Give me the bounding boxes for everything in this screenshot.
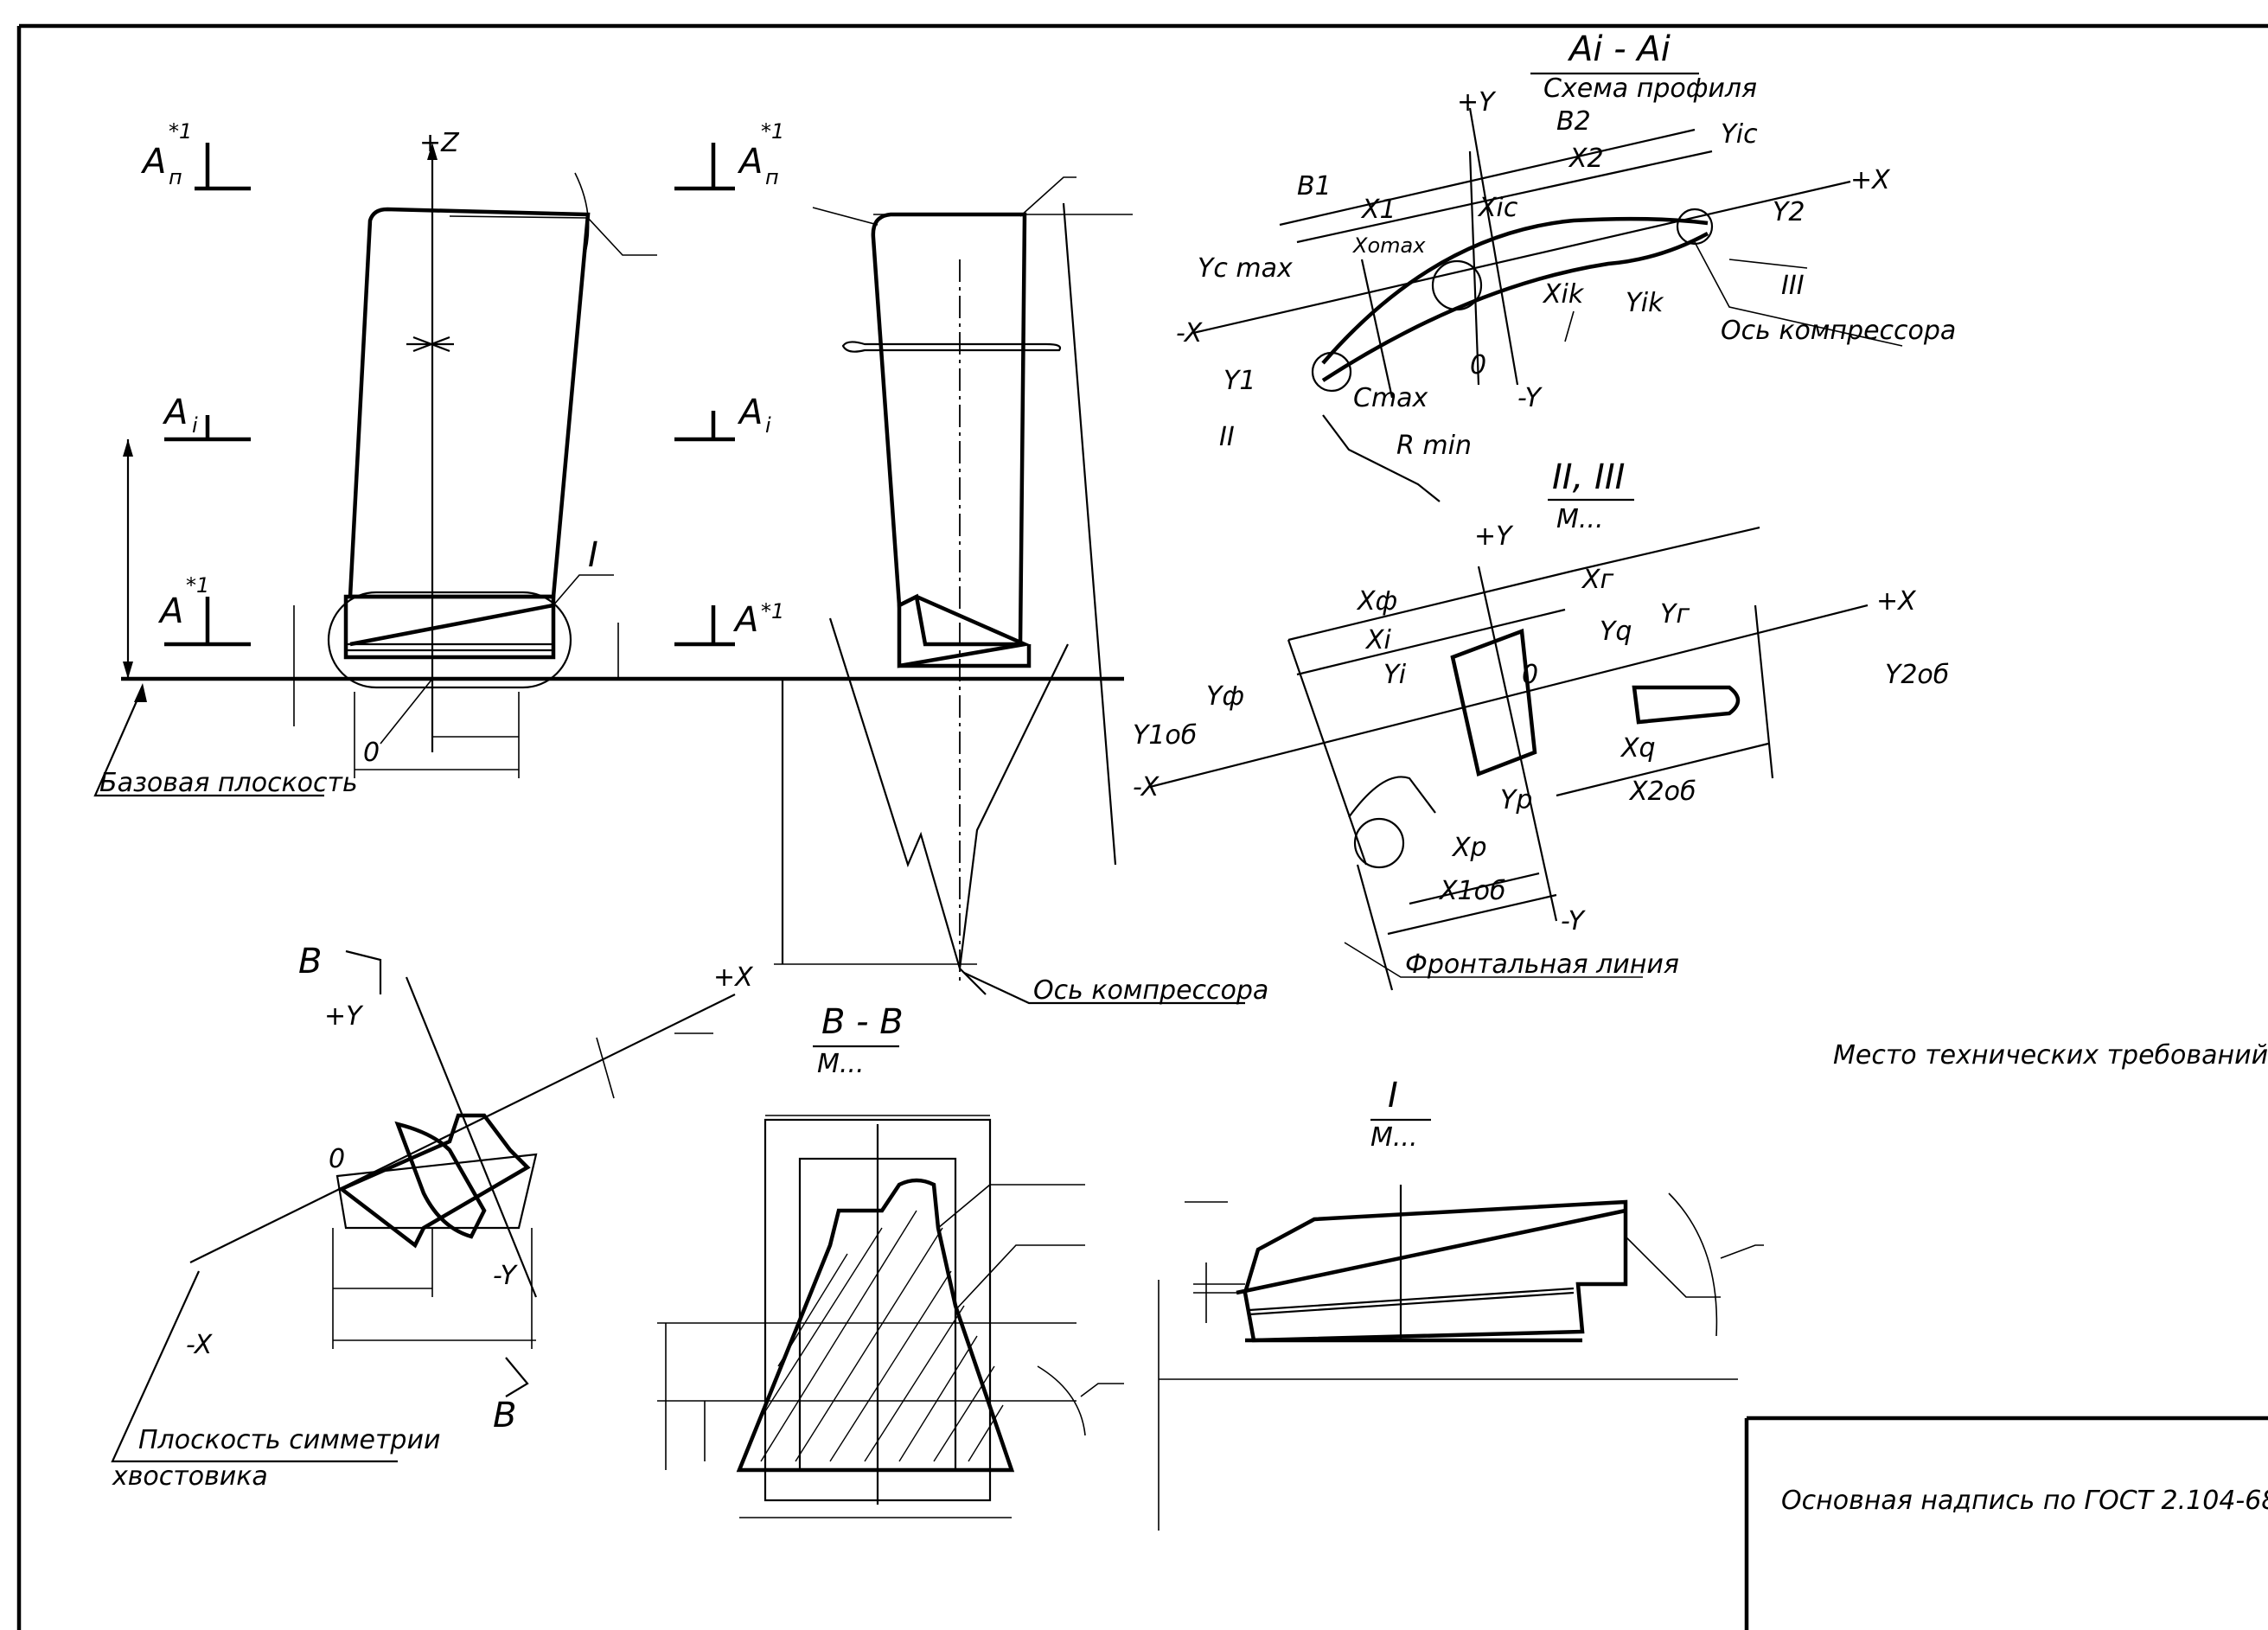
label-xq: Xq	[1620, 733, 1656, 764]
detail-i-view	[1158, 1185, 1764, 1531]
label-plus-x-shank: +X	[713, 962, 754, 993]
drawing-labels: A п *1 A i A *1 +Z I 0 Базовая плоскость…	[99, 29, 2268, 1516]
shank-section-view	[111, 949, 736, 1463]
label-xp: Xp	[1451, 833, 1487, 863]
label-star-a1-left: *1	[186, 573, 209, 598]
label-b-top: B	[298, 942, 322, 981]
label-x1ob: X1об	[1438, 876, 1506, 906]
label-xf: Xф	[1356, 586, 1397, 617]
label-ai-right: A	[737, 393, 763, 432]
label-star-ap-left: *1	[169, 119, 192, 144]
label-zero-origin: 0	[363, 738, 380, 768]
label-plus-x-top: +X	[1850, 165, 1891, 195]
label-scale-m-i: M...	[1370, 1122, 1418, 1153]
label-b2: B2	[1556, 106, 1591, 137]
label-star-ap-right: *1	[761, 119, 784, 144]
label-ai-right-sub: i	[765, 413, 771, 438]
label-scale-m-bb: M...	[817, 1049, 865, 1079]
label-x2ob: X2об	[1628, 777, 1696, 807]
label-x1: X1	[1360, 195, 1396, 225]
label-zero-shank: 0	[329, 1144, 345, 1174]
label-xic: Xic	[1477, 193, 1518, 223]
label-minus-y-top: -Y	[1517, 383, 1543, 413]
label-minus-x-top: -X	[1176, 318, 1204, 348]
label-yi: Yi	[1383, 660, 1407, 690]
label-minus-y-detail: -Y	[1561, 906, 1587, 936]
label-a1-right: A	[732, 600, 758, 640]
label-symmetry-plane-2: хвостовика	[112, 1461, 268, 1492]
label-scale-m-detail: M...	[1556, 504, 1604, 534]
label-x2: X2	[1568, 144, 1604, 174]
label-star-a1-right: *1	[761, 599, 784, 623]
label-minus-y-shank: -Y	[493, 1261, 519, 1291]
label-a1-left: A	[157, 591, 183, 631]
label-ai-left: A	[162, 393, 188, 432]
label-compressor-axis-mid: Ось компрессора	[1033, 975, 1268, 1006]
label-detail-ii-iii: II, III	[1552, 457, 1625, 497]
label-plus-y-shank: +Y	[324, 1001, 364, 1032]
label-title-block: Основная надпись по ГОСТ 2.104-68	[1781, 1486, 2268, 1516]
label-minus-x-detail: -X	[1133, 772, 1160, 802]
label-ap-right-sub: п	[765, 165, 779, 189]
blade-side-view	[774, 176, 1245, 1005]
label-minus-x-shank: -X	[186, 1330, 214, 1360]
label-yf: Yф	[1206, 681, 1244, 712]
label-base-plane: Базовая плоскость	[99, 768, 358, 798]
label-yq: Yq	[1600, 617, 1632, 647]
label-zero-profile: 0	[1470, 350, 1486, 380]
label-b-bottom: B	[493, 1396, 516, 1435]
label-profile-scheme: Схема профиля	[1543, 74, 1757, 104]
label-ai-left-sub: i	[192, 413, 198, 438]
label-tech-requirements: Место технических требований	[1833, 1040, 2268, 1071]
label-roman-i-top: I	[588, 535, 598, 575]
detail-ii-iii-view	[1149, 526, 1869, 991]
label-y2ob: Y2об	[1885, 660, 1949, 690]
label-compressor-axis-right: Ось компрессора	[1721, 316, 1956, 346]
label-xr: Xг	[1581, 565, 1614, 595]
label-zero-detail: 0	[1522, 660, 1538, 690]
label-roman-iii: III	[1781, 271, 1805, 301]
label-section-i: I	[1388, 1076, 1398, 1115]
label-r-min: R min	[1396, 431, 1472, 461]
label-yr: Yг	[1660, 599, 1690, 630]
label-frontal-line: Фронтальная линия	[1405, 949, 1679, 980]
label-section-bb: B - B	[821, 1002, 904, 1042]
label-roman-ii: II	[1219, 422, 1235, 452]
label-symmetry-plane-1: Плоскость симметрии	[138, 1425, 440, 1455]
label-ycmax: Yc max	[1198, 253, 1293, 284]
label-y2: Y2	[1773, 197, 1805, 227]
label-ap-left-sub: п	[169, 165, 182, 189]
label-xi: Xi	[1364, 625, 1392, 655]
label-b1: B1	[1297, 171, 1332, 201]
label-plus-z: +Z	[419, 128, 460, 158]
label-yik: Yik	[1626, 288, 1664, 318]
label-section-ai-title: Ai - Ai	[1567, 29, 1671, 69]
label-plus-y-detail: +Y	[1474, 521, 1514, 552]
sheet-frame	[16, 23, 2268, 1630]
label-ap-right: A	[737, 142, 763, 182]
label-yp: Yp	[1500, 785, 1532, 815]
label-cmax: Cmax	[1353, 383, 1428, 413]
blade-front-view	[93, 143, 1124, 797]
label-y1: Y1	[1223, 366, 1255, 396]
profile-section-view	[1192, 107, 1903, 502]
label-ap-left: A	[140, 142, 166, 182]
label-yic: Yic	[1721, 119, 1758, 150]
label-xomax: Xomax	[1351, 233, 1426, 258]
label-plus-x-detail: +X	[1876, 586, 1917, 617]
label-xik: Xik	[1542, 279, 1585, 310]
label-y1ob: Y1об	[1133, 720, 1197, 751]
section-bb-view	[657, 1115, 1124, 1518]
label-plus-y-top: +Y	[1457, 87, 1497, 118]
